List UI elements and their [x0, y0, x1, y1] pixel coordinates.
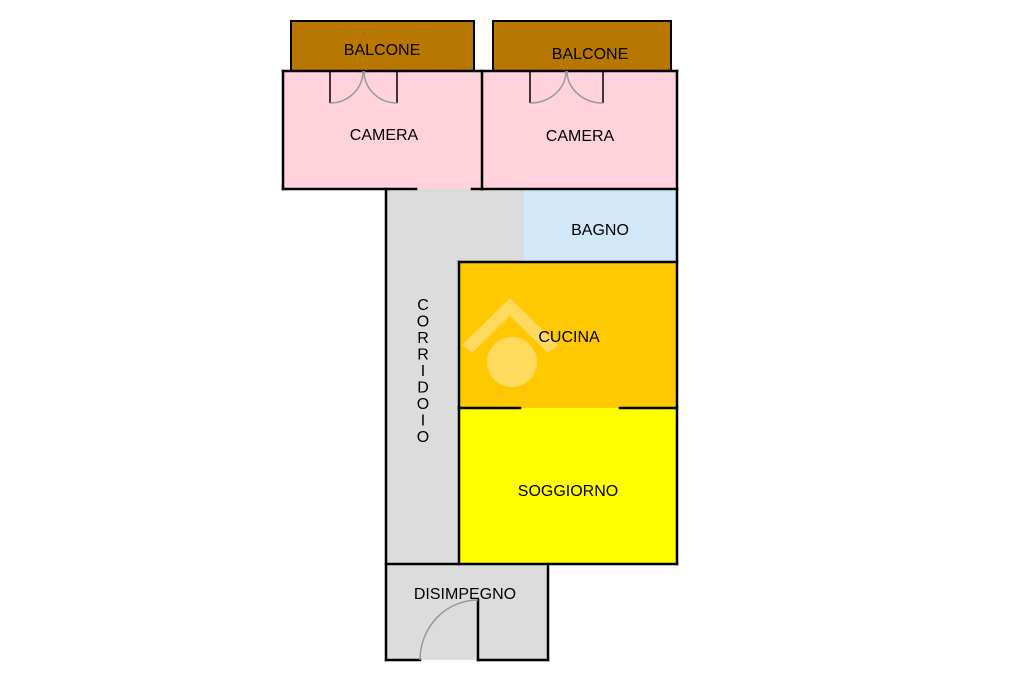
label-corridoio-letter: R [417, 347, 429, 364]
watermark-logo-icon [462, 298, 558, 387]
label-camera-left: CAMERA [350, 127, 419, 144]
balcone-right-area [492, 20, 672, 72]
camera-left-area [283, 71, 482, 189]
label-balcone-right: BALCONE [552, 46, 628, 63]
balcony-door-left-icon [329, 70, 398, 104]
label-corridoio-letter: I [421, 413, 425, 430]
label-soggiorno: SOGGIORNO [518, 483, 618, 500]
label-disimpegno: DISIMPEGNO [414, 586, 516, 603]
label-corridoio-letter: C [417, 297, 429, 314]
label-corridoio-letter: D [417, 380, 429, 397]
walls [281, 69, 679, 662]
label-camera-right: CAMERA [546, 128, 615, 145]
entrance-door-swing-icon [419, 599, 479, 661]
label-balcone-left: BALCONE [344, 42, 420, 59]
disimpegno-area [386, 564, 548, 660]
label-bagno: BAGNO [571, 222, 629, 239]
balcone-left-area [290, 20, 475, 72]
corridoio-area [386, 189, 524, 262]
corridoio-area-lower [386, 262, 459, 564]
label-corridoio-letter: O [417, 396, 429, 413]
label-corridoio-letter: I [421, 363, 425, 380]
label-corridoio-letter: O [417, 314, 429, 331]
label-cucina: CUCINA [538, 329, 600, 346]
label-corridoio-letter: R [417, 330, 429, 347]
bagno-area [524, 189, 677, 262]
label-corridoio-letter: O [417, 429, 429, 446]
camera-right-area [482, 71, 677, 189]
soggiorno-area [459, 408, 677, 564]
balcony-door-right-icon [529, 70, 604, 104]
cucina-area [459, 262, 677, 408]
